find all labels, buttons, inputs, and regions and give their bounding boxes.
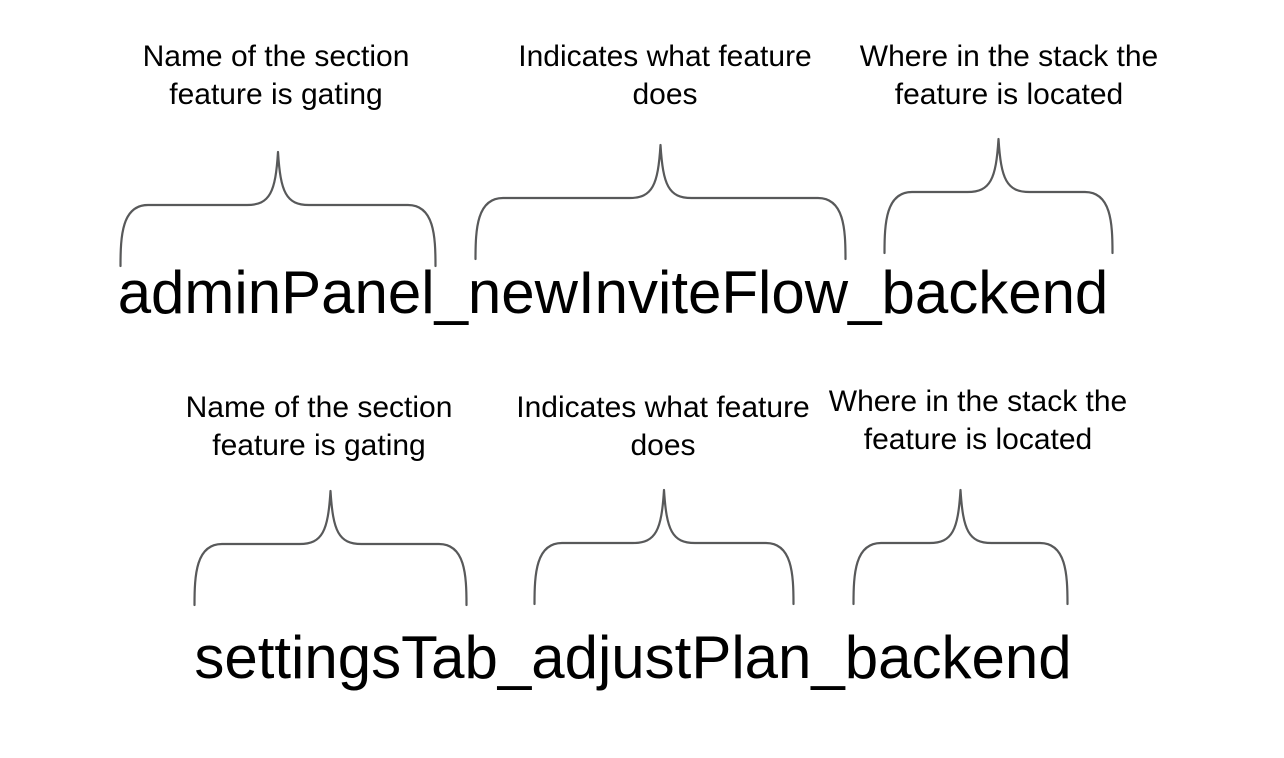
curly-brace-icon xyxy=(193,489,468,607)
label-line: Indicates what feature xyxy=(516,391,810,424)
label-line: does xyxy=(630,429,696,462)
label-line: feature is located xyxy=(863,423,1093,456)
label-line: Name of the section xyxy=(185,391,453,424)
curly-brace-icon xyxy=(533,488,795,606)
label-line: feature is gating xyxy=(212,429,426,462)
flag-name-text: settingsTab_adjustPlan_backend xyxy=(194,624,1072,691)
curly-brace-icon xyxy=(119,150,437,268)
section-label: Name of the section feature is gating xyxy=(149,389,489,465)
section-label: Name of the section feature is gating xyxy=(106,38,446,114)
curly-brace-icon xyxy=(852,488,1069,606)
feature-label: Indicates what feature does xyxy=(495,38,835,114)
label-line: Name of the section xyxy=(142,40,410,73)
label-line: does xyxy=(632,78,698,111)
label-line: Where in the stack the xyxy=(828,385,1128,418)
label-line: feature is gating xyxy=(169,78,383,111)
feature-label: Indicates what feature does xyxy=(493,389,833,465)
curly-brace-icon xyxy=(474,143,847,261)
label-line: feature is located xyxy=(894,78,1124,111)
flag-name-text: adminPanel_newInviteFlow_backend xyxy=(117,259,1109,326)
label-line: Where in the stack the xyxy=(859,40,1159,73)
stack-label: Where in the stack the feature is locate… xyxy=(808,383,1148,459)
label-line: Indicates what feature xyxy=(518,40,812,73)
stack-label: Where in the stack the feature is locate… xyxy=(839,38,1179,114)
curly-brace-icon xyxy=(883,137,1114,255)
